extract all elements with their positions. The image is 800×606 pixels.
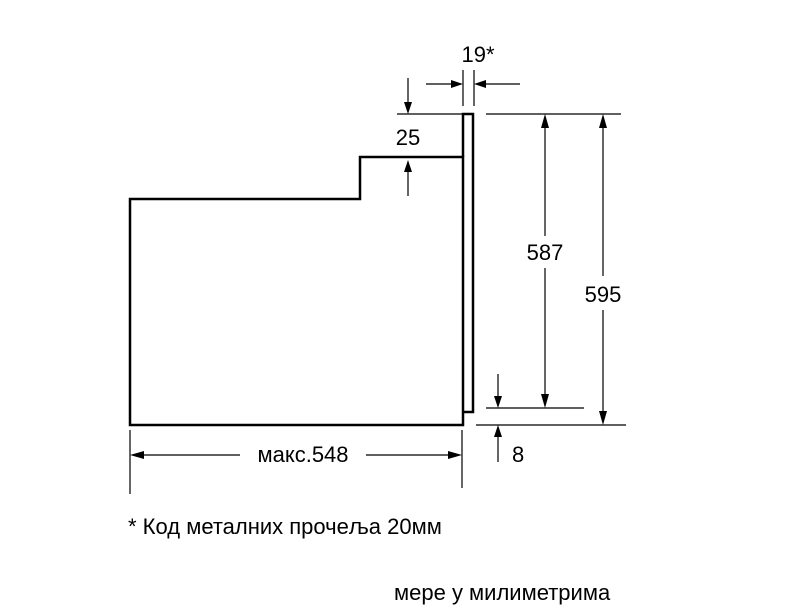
- bottom-gap-label: 8: [512, 442, 524, 467]
- max-depth-label: макс.548: [257, 442, 348, 467]
- oven-body-outline: [128, 155, 465, 427]
- inner-height-dimension: 587: [486, 113, 621, 409]
- inner-height-label: 587: [527, 240, 564, 265]
- units-note: мере у милиметрима: [394, 580, 611, 605]
- front-thickness-label: 19*: [461, 42, 494, 67]
- top-step-dimension: 25: [396, 78, 462, 196]
- top-step-label: 25: [396, 125, 420, 150]
- total-height-dimension: 595: [476, 114, 626, 426]
- footnote-text: * Код металних прочеља 20мм: [128, 514, 442, 539]
- oven-front-panel: [461, 112, 475, 414]
- front-thickness-dimension: 19*: [426, 42, 520, 106]
- bottom-gap-dimension: 8: [494, 374, 524, 467]
- max-depth-dimension: макс.548: [129, 430, 463, 494]
- total-height-label: 595: [585, 282, 622, 307]
